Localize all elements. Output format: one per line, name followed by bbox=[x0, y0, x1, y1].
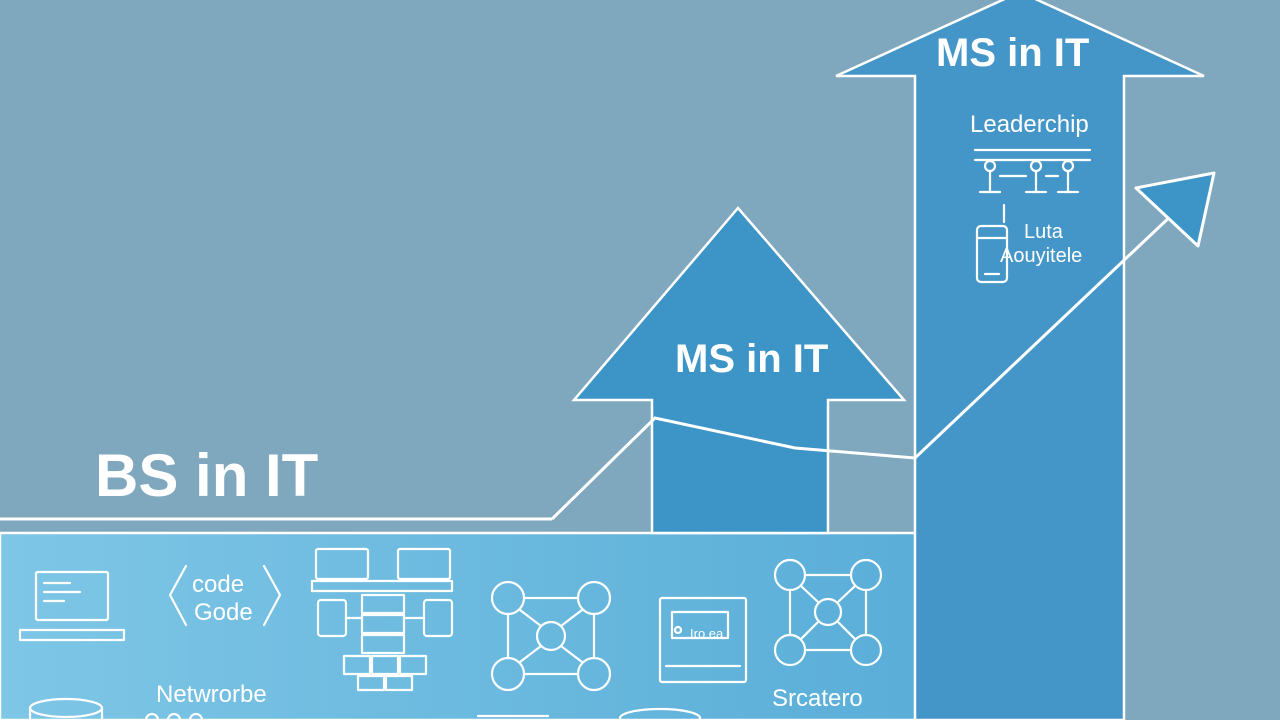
growth-trend-line bbox=[550, 210, 1177, 521]
laptop-icon bbox=[18, 570, 126, 642]
bs-foundation-panel bbox=[0, 531, 918, 722]
bs-label: BS in IT bbox=[95, 442, 318, 509]
database-icon bbox=[618, 707, 702, 725]
code-label-1: code bbox=[192, 571, 244, 598]
network-graph-icon bbox=[490, 580, 612, 692]
people-icon bbox=[973, 148, 1092, 194]
ms-top-label: MS in IT bbox=[936, 31, 1089, 75]
code-brackets-icon bbox=[168, 564, 282, 627]
strategy-label: Srcatero bbox=[772, 685, 863, 712]
strategy-network-icon bbox=[773, 558, 883, 667]
leadership-label: Leaderchip bbox=[970, 111, 1089, 138]
monitor-label: Iro ea bbox=[690, 626, 724, 641]
phone-icon bbox=[975, 203, 1009, 284]
data-analytics-label-2: Aouyitele bbox=[1000, 245, 1082, 267]
growth-arrow-icon bbox=[1134, 171, 1216, 248]
data-analytics-label-1: Luta bbox=[1024, 221, 1064, 243]
code-label-2: Godе bbox=[194, 599, 253, 626]
server-rack-icon bbox=[310, 547, 454, 692]
networks-label: Netwrorbe bbox=[156, 681, 267, 708]
monitor-icon bbox=[658, 596, 748, 684]
middle-arrow bbox=[571, 206, 907, 535]
ms-mid-label: MS in IT bbox=[675, 337, 828, 381]
